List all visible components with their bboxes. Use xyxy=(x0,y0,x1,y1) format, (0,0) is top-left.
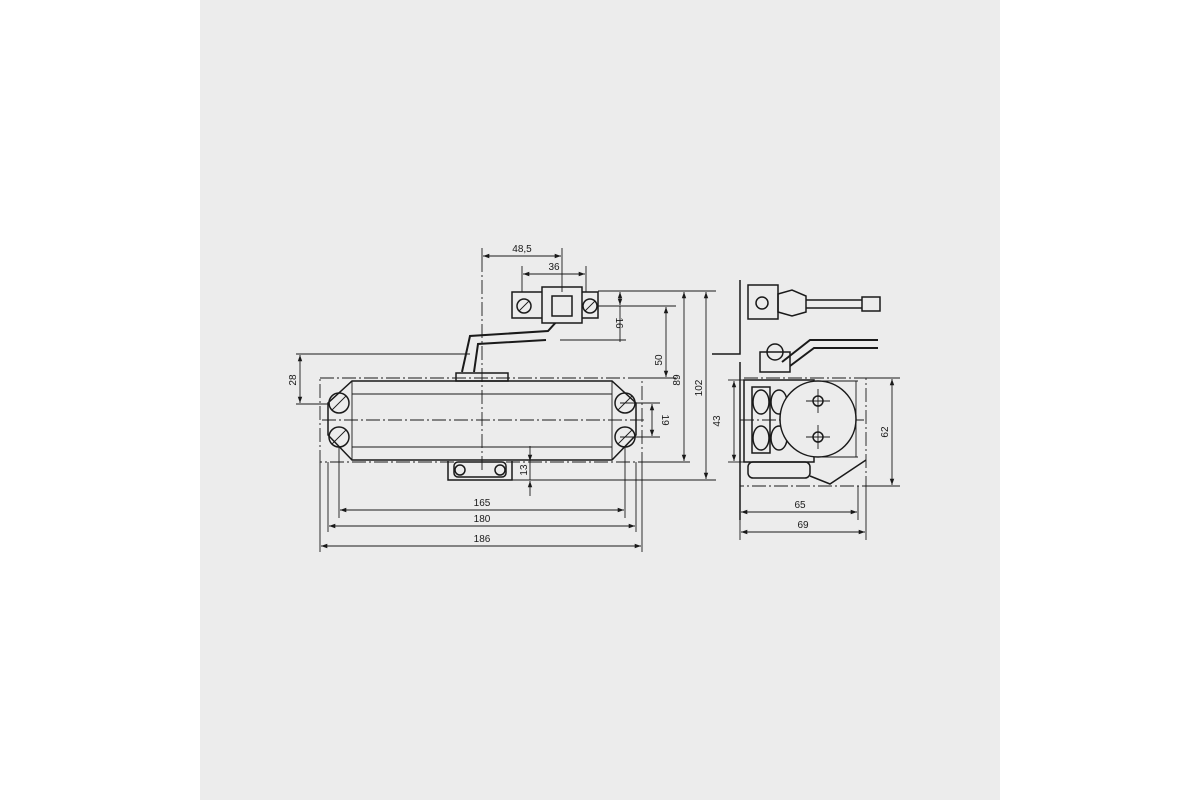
dim-69: 69 xyxy=(797,520,809,531)
dim-180: 180 xyxy=(474,514,491,525)
dim-28: 28 xyxy=(288,374,299,386)
dim-16: 16 xyxy=(613,317,624,329)
valve-block xyxy=(447,461,513,481)
arm-shoe-bracket xyxy=(511,286,599,324)
dim-13: 13 xyxy=(519,464,530,476)
dim-19: 19 xyxy=(659,414,670,426)
front-view xyxy=(319,258,645,481)
drawing-panel xyxy=(200,0,1000,800)
dim-102: 102 xyxy=(694,379,705,396)
dim-50: 50 xyxy=(654,354,665,366)
dim-62: 62 xyxy=(880,426,891,438)
dim-43: 43 xyxy=(712,415,723,427)
dim-165: 165 xyxy=(474,498,491,509)
dimension-lines: 48,5 36 16 50 89 102 19 28 xyxy=(288,244,900,552)
dim-65: 65 xyxy=(794,500,806,511)
dim-36: 36 xyxy=(548,262,560,273)
side-arm-link xyxy=(747,284,881,320)
side-view xyxy=(712,280,881,520)
dim-89: 89 xyxy=(672,374,683,386)
dim-48-5: 48,5 xyxy=(512,244,532,255)
dim-186: 186 xyxy=(474,534,491,545)
